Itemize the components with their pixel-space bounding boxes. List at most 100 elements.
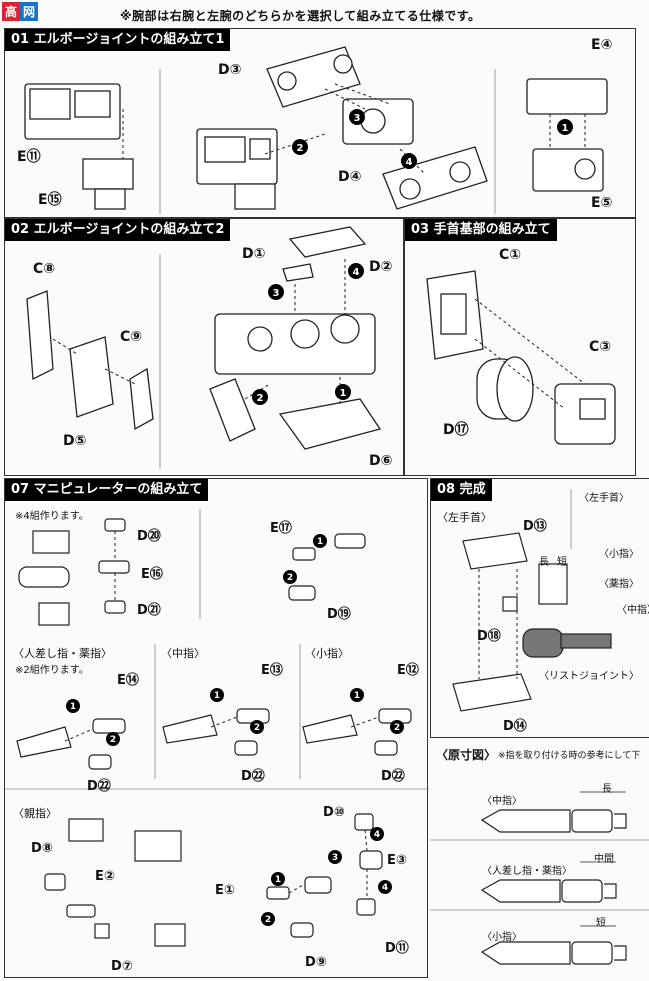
svg-text:1: 1 [354,691,360,701]
label-d14: D⑭ [503,719,527,734]
section-07: 07 マニピュレーターの組み立て ※4組作ります。 [4,478,429,978]
site-logo: 高网 [2,2,64,22]
right-sub-left-wrist: 〈左手首〉 [579,493,629,504]
svg-text:2: 2 [110,735,116,745]
label-c3: C③ [589,339,612,355]
top-banner: 高网 ※腕部は右腕と左腕のどちらかを選択して組み立てる仕様です。 [0,0,649,28]
section-actual-size: 〈原寸図〉 ※指を取り付ける時の参考にして下 〈中指〉 長 〈人差し指・薬指〉 … [430,740,649,978]
label-c1: C① [499,247,522,263]
actual-little: 〈小指〉 [482,932,522,943]
label-d17: D⑰ [443,422,469,438]
actual-size-title: 〈原寸図〉 [436,748,497,762]
label-d10: D⑩ [323,805,345,820]
svg-text:4: 4 [353,267,360,278]
svg-text:3: 3 [273,288,280,299]
svg-text:2: 2 [265,915,271,925]
section-01-illustration: 2 3 4 1 [24,46,608,214]
label-e16: E⑯ [141,567,163,582]
label-d22-index: D㉒ [87,779,111,794]
label-e13: E⑬ [261,663,283,678]
label-e5: E⑤ [591,195,613,211]
svg-text:3: 3 [354,113,361,124]
section-08: 08 完成 〈左手首〉 D⑬ D⑱ D⑭ 長 短 〈リストジョイント〉 〈左手首… [430,478,649,738]
actual-little-short: 短 [596,918,606,929]
subhead-middle: 〈中指〉 [161,647,205,660]
note-2-sets: ※2組作ります。 [15,665,89,676]
svg-text:3: 3 [332,853,338,863]
label-d18: D⑱ [477,629,501,644]
subhead-little: 〈小指〉 [305,647,349,660]
actual-size-illustration [430,791,649,965]
label-e15: E⑮ [38,192,62,208]
svg-text:2: 2 [254,723,260,733]
svg-text:2: 2 [257,393,264,404]
section-02: 02 エルボージョイントの組み立て2 3 4 2 1 [4,218,404,476]
svg-text:2: 2 [394,723,400,733]
actual-middle: 〈中指〉 [482,796,522,807]
right-sub-ring: 〈薬指〉 [599,579,639,590]
right-sub-little: 〈小指〉 [599,549,639,560]
label-e1: E① [215,883,235,898]
label-d8: D⑧ [31,841,53,856]
subhead-index-ring: 〈人差し指・薬指〉 [13,647,112,660]
section-07-title: 07 マニピュレーターの組み立て [5,479,209,501]
note-4-sets: ※4組作ります。 [15,511,89,522]
section-01: 01 エルボージョイントの組み立て1 [4,28,636,218]
svg-text:1: 1 [70,702,76,712]
label-d9: D⑨ [305,955,327,970]
section-08-title: 08 完成 [431,479,492,501]
svg-text:1: 1 [562,123,569,134]
label-short: 短 [557,557,567,568]
section-03-illustration [426,270,616,445]
svg-text:4: 4 [374,830,380,840]
section-08-illustration [452,489,612,712]
svg-text:2: 2 [297,143,304,154]
label-d3: D③ [218,62,242,78]
svg-text:4: 4 [382,883,388,893]
label-e2: E② [95,869,115,884]
actual-index-mid: 中間 [594,854,614,865]
subhead-left-wrist: 〈左手首〉 [437,511,492,524]
label-wrist-joint: 〈リストジョイント〉 [539,671,639,682]
svg-text:1: 1 [340,388,347,399]
section-02-illustration: 3 4 2 1 [26,226,382,469]
logo-char-2: 网 [20,2,39,21]
label-d19: D⑲ [327,607,351,622]
section-03-title: 03 手首基部の組み立て [405,219,557,241]
label-long: 長 [539,557,549,568]
top-note: ※腕部は右腕と左腕のどちらかを選択して組み立てる仕様です。 [120,9,481,23]
label-d20: D⑳ [137,529,161,544]
label-d4: D④ [338,169,362,185]
label-e12: E⑫ [397,663,419,678]
label-d5: D⑤ [63,433,87,449]
logo-char-1: 高 [2,2,21,21]
label-e14: E⑭ [117,673,139,688]
subhead-thumb: 〈親指〉 [13,807,57,820]
right-sub-middle: 〈中指〉 [617,605,649,616]
actual-index-ring: 〈人差し指・薬指〉 [482,866,572,877]
label-e11: E⑪ [17,149,41,165]
label-e17: E⑰ [270,521,292,536]
svg-text:1: 1 [317,537,323,547]
label-d13: D⑬ [523,519,547,534]
label-d2: D② [369,259,393,275]
section-03: 03 手首基部の組み立て C① C③ D⑰ [404,218,636,476]
svg-text:1: 1 [275,875,281,885]
label-c9: C⑨ [120,329,143,345]
label-d22-middle: D㉒ [241,769,265,784]
svg-text:4: 4 [406,157,413,168]
label-e4: E④ [591,37,613,53]
label-c8: C⑧ [33,261,56,277]
actual-middle-long: 長 [602,784,612,795]
label-d7: D⑦ [111,959,133,974]
label-d22-little: D㉒ [381,769,405,784]
section-02-title: 02 エルボージョイントの組み立て2 [5,219,231,241]
section-01-title: 01 エルボージョイントの組み立て1 [5,29,231,51]
label-d21: D㉑ [137,603,161,618]
svg-text:2: 2 [287,573,293,583]
actual-size-note: ※指を取り付ける時の参考にして下 [498,751,641,761]
label-e3: E③ [387,853,407,868]
label-d1: D① [242,246,266,262]
